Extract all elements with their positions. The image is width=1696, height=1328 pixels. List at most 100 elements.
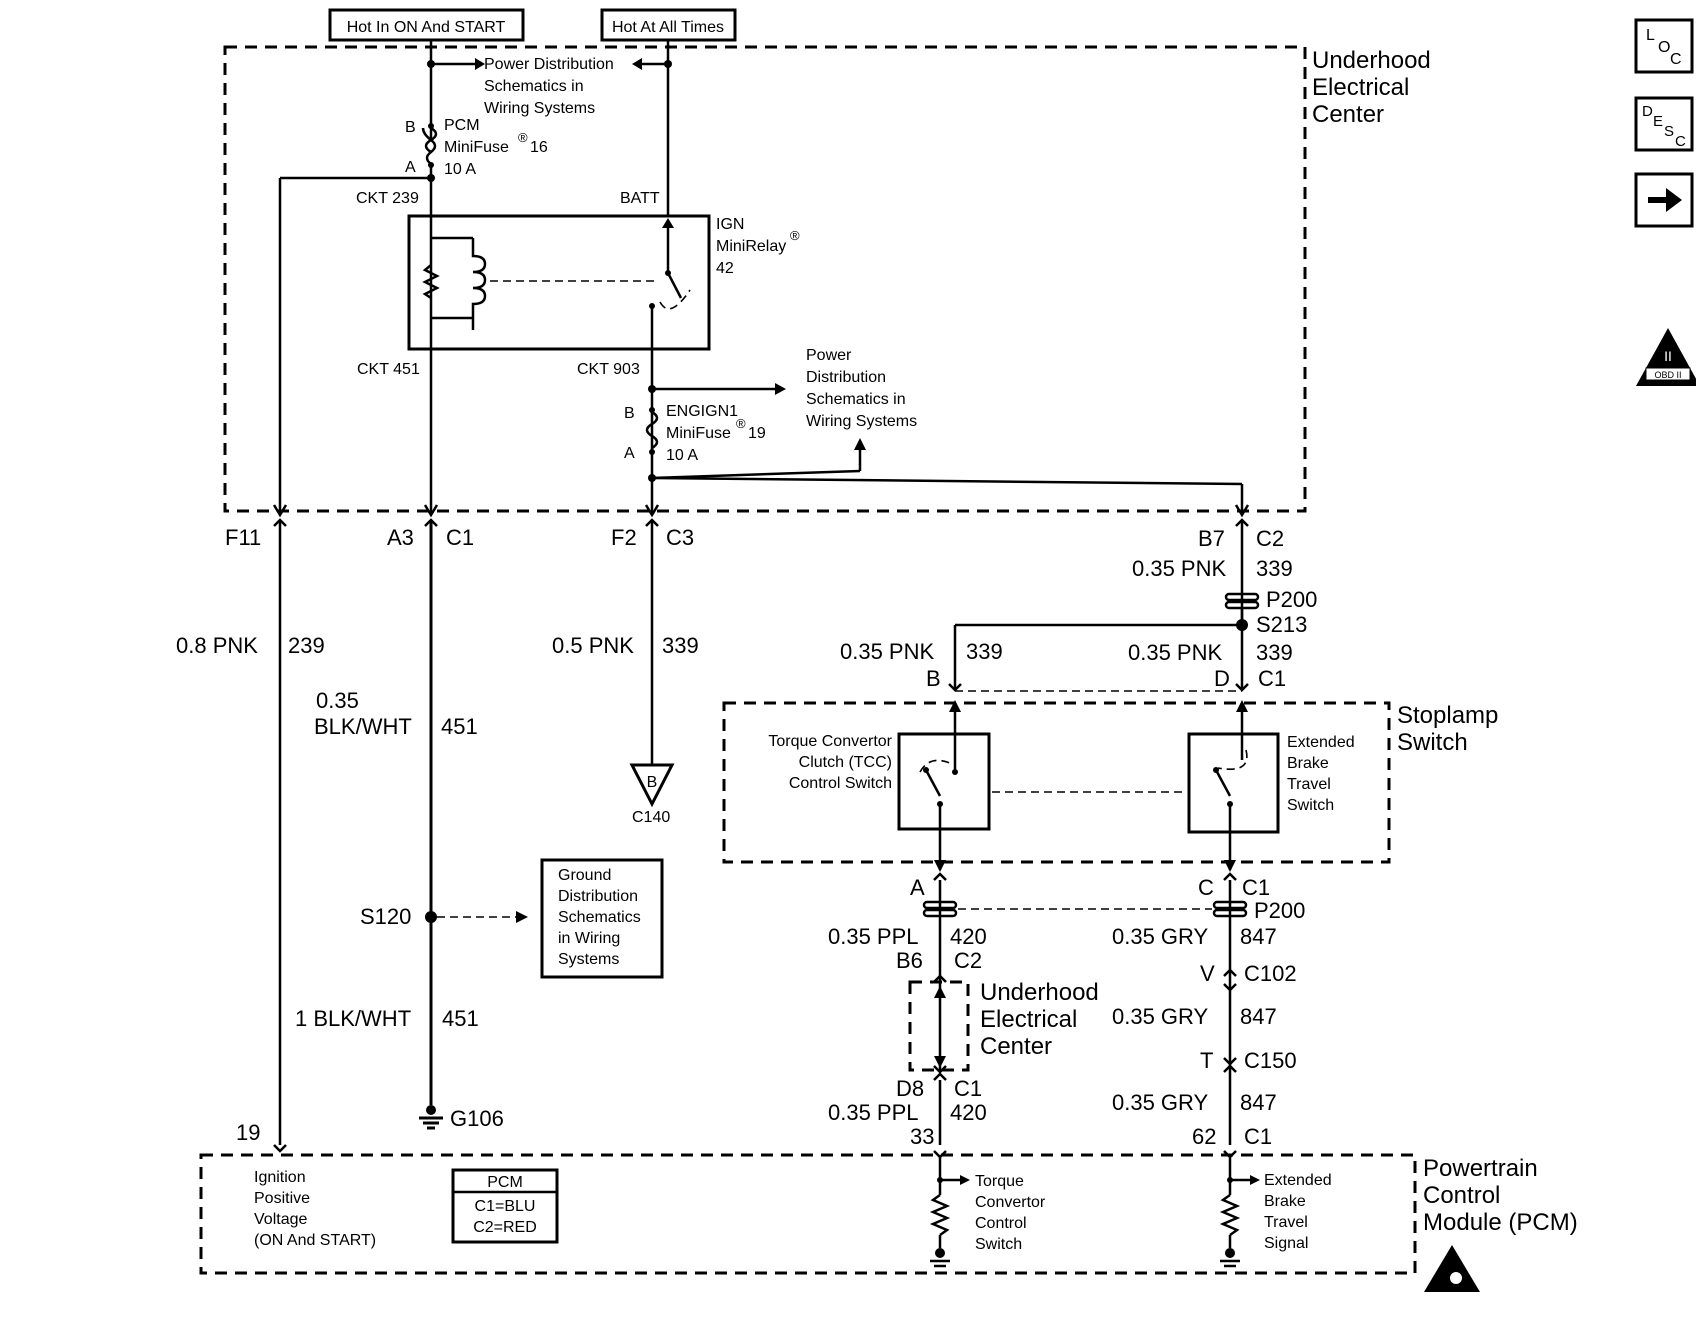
conn-f11: F11 xyxy=(225,525,261,550)
p200-top-label: P200 xyxy=(1266,587,1317,612)
arrow-right-icon xyxy=(775,383,786,395)
wire847c-num: 847 xyxy=(1240,1090,1277,1115)
svg-text:Power Distribution: Power Distribution xyxy=(484,56,614,73)
p200-inline-bottom xyxy=(922,900,1248,918)
conn-c2: C2 xyxy=(1256,526,1284,551)
wire420b-num: 420 xyxy=(950,1100,987,1125)
desc-button[interactable]: D E S C xyxy=(1634,96,1694,152)
svg-text:Schematics: Schematics xyxy=(558,909,641,926)
wire239-gauge: 0.8 PNK xyxy=(176,633,258,658)
arrow-left-icon xyxy=(632,58,642,70)
tcc-switch-label: Torque Convertor Clutch (TCC) Control Sw… xyxy=(768,733,892,792)
conn-c3: C3 xyxy=(666,525,694,550)
svg-text:Travel: Travel xyxy=(1287,776,1331,793)
svg-text:in Wiring: in Wiring xyxy=(558,930,620,947)
next-button[interactable] xyxy=(1634,172,1694,228)
svg-text:MiniFuse: MiniFuse xyxy=(666,425,731,442)
ign-relay-label: IGN MiniRelay ® 42 xyxy=(716,216,800,277)
wire451b-gauge: 1 BLK/WHT xyxy=(295,1006,411,1031)
svg-text:Signal: Signal xyxy=(1264,1235,1308,1252)
svg-text:Switch: Switch xyxy=(975,1236,1022,1253)
wire420b-gauge: 0.35 PPL xyxy=(828,1100,919,1125)
svg-text:Hot In ON And START: Hot In ON And START xyxy=(347,19,506,36)
s120-label: S120 xyxy=(360,904,411,929)
svg-text:O: O xyxy=(1658,39,1670,56)
power-distribution-ref-top: Power Distribution Schematics in Wiring … xyxy=(484,56,614,117)
wire847-num: 847 xyxy=(1240,924,1277,949)
hot-all-label: Hot At All Times xyxy=(600,8,737,42)
g106-label: G106 xyxy=(450,1106,504,1131)
svg-text:Extended: Extended xyxy=(1287,734,1355,751)
svg-text:Schematics in: Schematics in xyxy=(484,78,584,95)
batt-label: BATT xyxy=(620,190,660,207)
svg-text:Control: Control xyxy=(975,1215,1027,1232)
svg-text:B: B xyxy=(405,119,416,136)
svg-text:Control Switch: Control Switch xyxy=(789,775,892,792)
svg-text:Switch: Switch xyxy=(1397,729,1468,756)
svg-text:C2=RED: C2=RED xyxy=(473,1219,537,1236)
svg-text:Torque: Torque xyxy=(975,1173,1024,1190)
conn-d8: D8 xyxy=(896,1076,924,1101)
pcm-ebt-label: Extended Brake Travel Signal xyxy=(1264,1172,1332,1252)
svg-text:Distribution: Distribution xyxy=(558,888,638,905)
wire239-num: 239 xyxy=(288,633,325,658)
c140-ground-terminal: B C140 xyxy=(629,763,675,826)
svg-text:Stoplamp: Stoplamp xyxy=(1397,702,1498,729)
svg-text:Extended: Extended xyxy=(1264,1172,1332,1189)
wire451-gauge-1: 0.35 xyxy=(316,688,359,713)
pin-62: 62 xyxy=(1192,1124,1216,1149)
loc-button[interactable]: L O C xyxy=(1634,18,1694,74)
wire847b-gauge: 0.35 GRY xyxy=(1112,1004,1209,1029)
s213-label: S213 xyxy=(1256,612,1307,637)
obd-ii-button[interactable]: II OBD II xyxy=(1636,328,1696,386)
wire420-num: 420 xyxy=(950,924,987,949)
pin-19: 19 xyxy=(236,1120,260,1145)
ckt903-label: CKT 903 xyxy=(577,361,640,378)
stoplamp-pin-c: C xyxy=(1198,875,1214,900)
svg-text:E: E xyxy=(1653,113,1663,130)
stoplamp-pin-c1b: C1 xyxy=(1242,875,1270,900)
svg-text:Underhood: Underhood xyxy=(980,979,1099,1006)
pcm-connector-key: PCM C1=BLU C2=RED xyxy=(451,1168,559,1244)
wire339d-gauge: 0.35 PNK xyxy=(1128,640,1222,665)
svg-text:Switch: Switch xyxy=(1287,797,1334,814)
conn-f2: F2 xyxy=(611,525,637,550)
svg-text:Module (PCM): Module (PCM) xyxy=(1423,1209,1578,1236)
wire339-num: 339 xyxy=(662,633,699,658)
underhood-electrical-center-box xyxy=(223,45,1307,513)
ebt-switch-label: Extended Brake Travel Switch xyxy=(1287,734,1355,814)
p200-bottom-label: P200 xyxy=(1254,898,1305,923)
extended-brake-travel-switch xyxy=(1187,732,1280,834)
svg-text:Wiring Systems: Wiring Systems xyxy=(806,413,917,430)
svg-text:A: A xyxy=(624,445,635,462)
wire339d-num: 339 xyxy=(1256,640,1293,665)
conn-c1-d: C1 xyxy=(954,1076,982,1101)
conn-b7: B7 xyxy=(1198,526,1225,551)
wire339r-gauge: 0.35 PNK xyxy=(1132,556,1226,581)
svg-text:Electrical: Electrical xyxy=(980,1006,1077,1033)
svg-text:OBD II: OBD II xyxy=(1654,370,1681,380)
esd-warning-icon xyxy=(1424,1245,1480,1292)
svg-text:Convertor: Convertor xyxy=(975,1194,1046,1211)
svg-text:Positive: Positive xyxy=(254,1190,310,1207)
conn-c2-lower: C2 xyxy=(954,948,982,973)
pcm-ebt-input-circuit xyxy=(1219,1157,1260,1268)
svg-text:(ON And START): (ON And START) xyxy=(254,1232,376,1249)
conn-t: T xyxy=(1200,1048,1213,1073)
svg-text:42: 42 xyxy=(716,260,734,277)
lower-underhood-box xyxy=(908,980,970,1072)
svg-text:Wiring Systems: Wiring Systems xyxy=(484,100,595,117)
conn-a3: A3 xyxy=(387,525,414,550)
engign1-minifuse: B A ENGIGN1 MiniFuse ® 19 10 A xyxy=(624,403,766,464)
svg-text:B: B xyxy=(624,405,635,422)
svg-text:®: ® xyxy=(736,416,746,431)
arrow-up-icon xyxy=(854,438,866,450)
conn-b6: B6 xyxy=(896,948,923,973)
svg-text:Clutch (TCC): Clutch (TCC) xyxy=(799,754,892,771)
underhood-title: Underhood Electrical Center xyxy=(1312,47,1431,128)
ground-distribution-text: Ground Distribution Schematics in Wiring… xyxy=(558,867,641,968)
conn-c1: C1 xyxy=(446,525,474,550)
tcc-control-switch xyxy=(897,732,991,831)
connector-arrows xyxy=(272,504,1250,527)
